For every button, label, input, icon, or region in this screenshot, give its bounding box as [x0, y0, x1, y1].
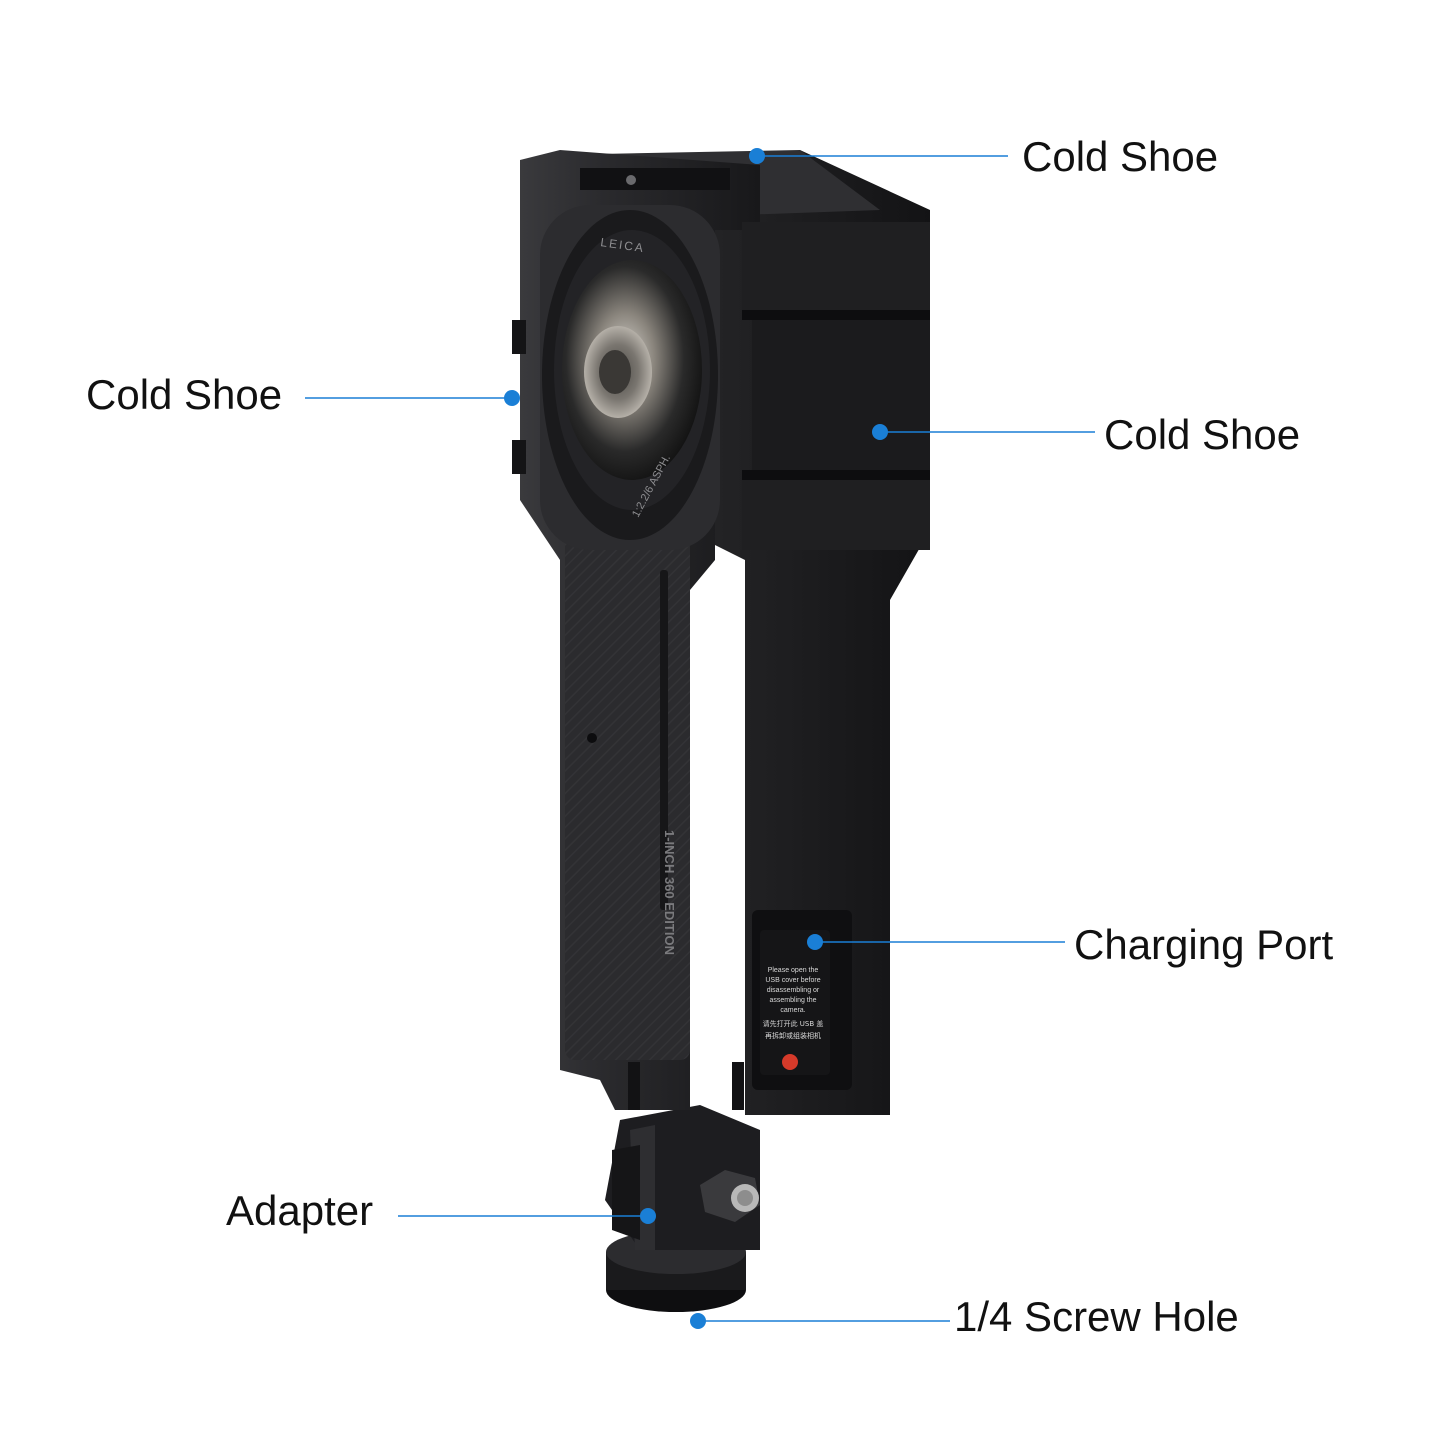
leader-dot	[872, 424, 888, 440]
leader-dot	[690, 1313, 706, 1329]
usb-notice-line: disassembling or	[767, 987, 820, 994]
side-print-text: 1-INCH 360 EDITION	[662, 830, 677, 955]
lens-assembly: LEICA 1:2.2/6 ASPH.	[540, 205, 720, 550]
cold-shoe-left-label: Cold Shoe	[86, 371, 283, 418]
usb-notice-line: camera.	[780, 1007, 805, 1014]
charging-port-label: Charging Port	[1074, 921, 1334, 968]
cold-shoe-top-label: Cold Shoe	[1022, 133, 1219, 180]
usb-notice-line: Please open the	[768, 967, 819, 974]
card-slot	[660, 570, 668, 910]
leader-dot	[749, 148, 765, 164]
usb-cover: Please open the USB cover before disasse…	[752, 910, 852, 1090]
adapter-label: Adapter	[226, 1187, 374, 1234]
usb-notice-line: USB cover before	[765, 977, 820, 984]
red-indicator	[782, 1054, 798, 1070]
screw-hole-label: 1/4 Screw Hole	[954, 1293, 1239, 1340]
leader-dot	[640, 1208, 656, 1224]
mic-hole	[587, 733, 597, 743]
usb-notice-line: 请先打开此 USB 盖	[763, 1019, 824, 1028]
adapter-mount	[605, 1105, 760, 1312]
cold-shoe-right-label: Cold Shoe	[1104, 411, 1301, 458]
leader-dot	[807, 934, 823, 950]
camera-body: 1-INCH 360 EDITION	[565, 530, 690, 1060]
callout-leaders	[305, 148, 1095, 1329]
usb-notice-line: assembling the	[769, 997, 816, 1004]
leader-dot	[504, 390, 520, 406]
lens-brand-text: LEICA	[600, 235, 646, 255]
usb-notice-line: 再拆卸或组装相机	[765, 1031, 821, 1040]
